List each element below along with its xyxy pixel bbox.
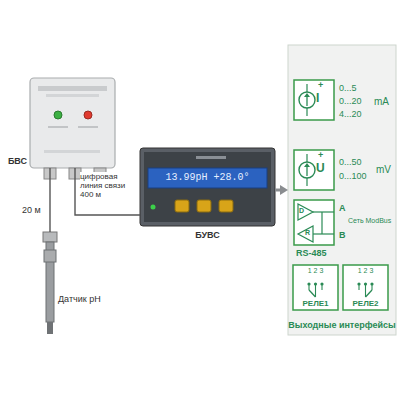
nameplate-bar xyxy=(46,94,99,97)
node-text: 13.99рН +28.0° xyxy=(148,168,267,188)
node-text: Датчик рН xyxy=(58,294,101,304)
node-text: РЕЛЕ2 xyxy=(343,299,388,308)
bus-wire xyxy=(313,233,334,234)
relay-box: 1 2 3 РЕЛЕ2 xyxy=(343,265,388,310)
range-value: 0...5 xyxy=(339,83,357,93)
relay-contact xyxy=(358,284,359,290)
driver-triangle xyxy=(298,204,313,220)
node-text: БУВС xyxy=(140,230,275,240)
led-caption-bar xyxy=(78,126,98,128)
source-arrow xyxy=(306,166,307,176)
sensor-tip xyxy=(47,322,53,334)
key-button xyxy=(175,200,189,212)
relay-contact xyxy=(321,284,322,290)
node-text: D xyxy=(299,207,304,215)
red-led xyxy=(84,111,92,119)
cable-label: 20 м xyxy=(22,205,41,215)
connector-line xyxy=(75,168,140,215)
bus-wire xyxy=(321,212,322,234)
controller-unit: 13.99рН +28.0° БУВС xyxy=(140,148,275,243)
status-led xyxy=(151,205,156,210)
source-arrow-head xyxy=(304,163,310,167)
voltage-source-symbol xyxy=(299,162,315,178)
relay-contact xyxy=(371,284,372,290)
arrow-head xyxy=(280,185,288,195)
junction-box-body xyxy=(30,78,115,168)
controller-bezel xyxy=(140,148,275,226)
node-text: Выходные интерфейсы xyxy=(288,320,396,330)
bus-wire xyxy=(313,211,334,212)
polarity-sign: + xyxy=(318,150,323,160)
signal-arrow xyxy=(275,185,288,195)
unit-label: mA xyxy=(374,96,389,108)
cable-line xyxy=(75,168,140,215)
node-text: 1 2 3 xyxy=(293,267,338,275)
node-text: I xyxy=(316,92,319,106)
rs485-box: DR xyxy=(294,200,334,245)
relay-box: 1 2 3 РЕЛЕ1 xyxy=(293,265,338,310)
key-button xyxy=(219,200,233,212)
nameplate-bar xyxy=(38,86,107,91)
ph-sensor: Датчик рН xyxy=(40,232,140,337)
receiver-triangle xyxy=(298,226,313,242)
lcd-display xyxy=(148,168,267,188)
relay-box-frame xyxy=(293,265,338,310)
led-caption-bar xyxy=(48,126,68,128)
source-arrow xyxy=(306,96,307,106)
sensor-thread xyxy=(44,250,56,262)
range-value: 0...100 xyxy=(339,171,367,181)
signal-name: B xyxy=(339,230,346,240)
lead-wire xyxy=(306,178,307,186)
current-output-box: I xyxy=(294,80,334,120)
key-button xyxy=(197,200,211,212)
junction-box: БВС xyxy=(30,78,115,168)
relay-contact xyxy=(308,284,309,290)
node-text: БВС xyxy=(3,156,27,166)
sensor-nut xyxy=(43,232,57,242)
model-plate xyxy=(196,156,226,159)
relay-blade xyxy=(366,290,373,297)
relay-contact xyxy=(315,284,316,297)
output-panel-ground xyxy=(288,45,396,335)
node-text: R xyxy=(305,229,310,237)
cable-line xyxy=(50,168,51,232)
source-arrow-head xyxy=(304,93,310,97)
rs485-box-frame xyxy=(294,200,334,245)
relay-box-frame xyxy=(343,265,388,310)
node-text: U xyxy=(316,162,325,176)
green-led xyxy=(54,111,62,119)
controller-face xyxy=(144,152,271,222)
nameplate-bar xyxy=(44,150,100,153)
relay-contact xyxy=(365,284,366,297)
connector-line xyxy=(49,168,50,232)
unit-label: mV xyxy=(376,164,391,176)
node-text: РЕЛЕ1 xyxy=(293,299,338,308)
polarity-sign: + xyxy=(318,80,323,90)
cable-label: цифровая линия связи 400 м xyxy=(80,172,138,199)
signal-name: A xyxy=(339,203,346,213)
range-value: 4...20 xyxy=(339,109,362,119)
lead-wire xyxy=(306,154,307,162)
current-source-symbol xyxy=(299,92,315,108)
voltage-output-box: U xyxy=(294,150,334,190)
interface-name: RS-485 xyxy=(296,248,327,258)
network-label: Сеть ModBus xyxy=(348,217,391,225)
current-box-frame xyxy=(294,80,334,120)
relay-blade xyxy=(309,290,316,297)
lead-wire xyxy=(306,108,307,116)
range-value: 0...50 xyxy=(339,157,362,167)
node-text: 1 2 3 xyxy=(343,267,388,275)
lead-wire xyxy=(306,84,307,92)
range-value: 0...20 xyxy=(339,96,362,106)
voltage-box-frame xyxy=(294,150,334,190)
